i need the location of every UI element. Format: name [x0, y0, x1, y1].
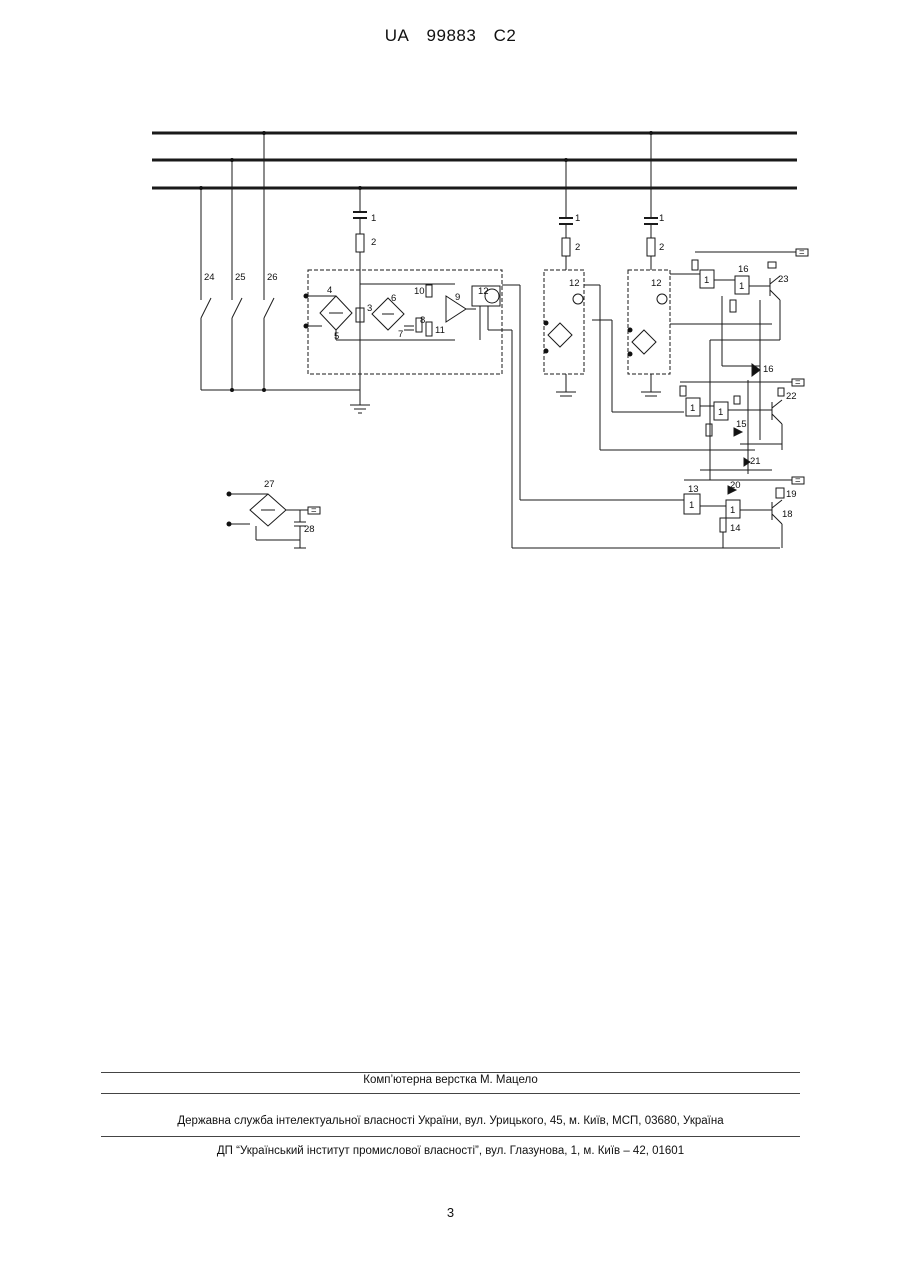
connector-symbol: =: [311, 505, 317, 516]
label-28: 28: [304, 524, 315, 535]
label-8: 8: [420, 315, 425, 326]
label-4: 4: [327, 285, 332, 296]
label-15: 15: [736, 419, 747, 430]
footer-rule-top: [101, 1072, 800, 1073]
label-10: 10: [414, 286, 425, 297]
label-25: 25: [235, 272, 246, 283]
footer-rule-middle: [101, 1093, 800, 1094]
resistor-2: [356, 234, 364, 252]
resistor-11: [426, 322, 432, 336]
label-1: 1: [371, 213, 376, 224]
label-5: 5: [334, 331, 339, 342]
circuit-schematic: 1 1 1 1 1 1 = = = = 1 2 3 4 5 6 7 8 9 10…: [0, 0, 901, 620]
label-14: 14: [730, 523, 741, 534]
page-number: 3: [0, 1205, 901, 1220]
resistor-2-mid: [562, 238, 570, 256]
agency-address: Державна служба інтелектуальної власност…: [0, 1115, 901, 1127]
layout-credit: Комп’ютерна верстка М. Мацело: [0, 1074, 901, 1086]
label-16-diode: 16: [763, 364, 774, 375]
label-26: 26: [267, 272, 278, 283]
label-18: 18: [782, 509, 793, 520]
label-13: 13: [688, 484, 699, 495]
transistor-22: [772, 400, 782, 424]
label-12-mid: 12: [569, 278, 580, 289]
resistor-10: [426, 285, 432, 297]
transistor-18: [772, 500, 782, 524]
sensor-module-right: [628, 270, 670, 374]
switch-24: [201, 298, 211, 318]
switch-25: [232, 298, 242, 318]
label-1-mid: 1: [575, 213, 580, 224]
gate-symbol: 1: [730, 505, 735, 516]
label-2-mid: 2: [575, 242, 580, 253]
label-23: 23: [778, 274, 789, 285]
label-7: 7: [398, 329, 403, 340]
label-12-right: 12: [651, 278, 662, 289]
label-3: 3: [367, 303, 372, 314]
label-11: 11: [435, 325, 445, 336]
label-9: 9: [455, 292, 460, 303]
label-2: 2: [371, 237, 376, 248]
gate-symbol: 1: [690, 403, 695, 414]
label-1-right: 1: [659, 213, 664, 224]
label-20: 20: [730, 480, 741, 491]
footer-rule-bottom: [101, 1136, 800, 1137]
gate-symbol: 1: [739, 281, 744, 292]
gate-symbol: 1: [689, 500, 694, 511]
label-2-right: 2: [659, 242, 664, 253]
connector-symbol: =: [795, 475, 801, 486]
resistor-19: [776, 488, 784, 498]
label-24: 24: [204, 272, 215, 283]
label-16-gate: 16: [738, 264, 749, 275]
connector-symbol: =: [799, 247, 805, 258]
label-19: 19: [786, 489, 797, 500]
label-27: 27: [264, 479, 275, 490]
label-22: 22: [786, 391, 797, 402]
label-6: 6: [391, 293, 396, 304]
label-21: 21: [750, 456, 761, 467]
label-12: 12: [478, 286, 489, 297]
connector-symbol: =: [795, 377, 801, 388]
gate-symbol: 1: [718, 407, 723, 418]
resistor-2-right: [647, 238, 655, 256]
gate-symbol: 1: [704, 275, 709, 286]
switch-26: [264, 298, 274, 318]
institute-address: ДП “Український інститут промислової вла…: [0, 1145, 901, 1157]
